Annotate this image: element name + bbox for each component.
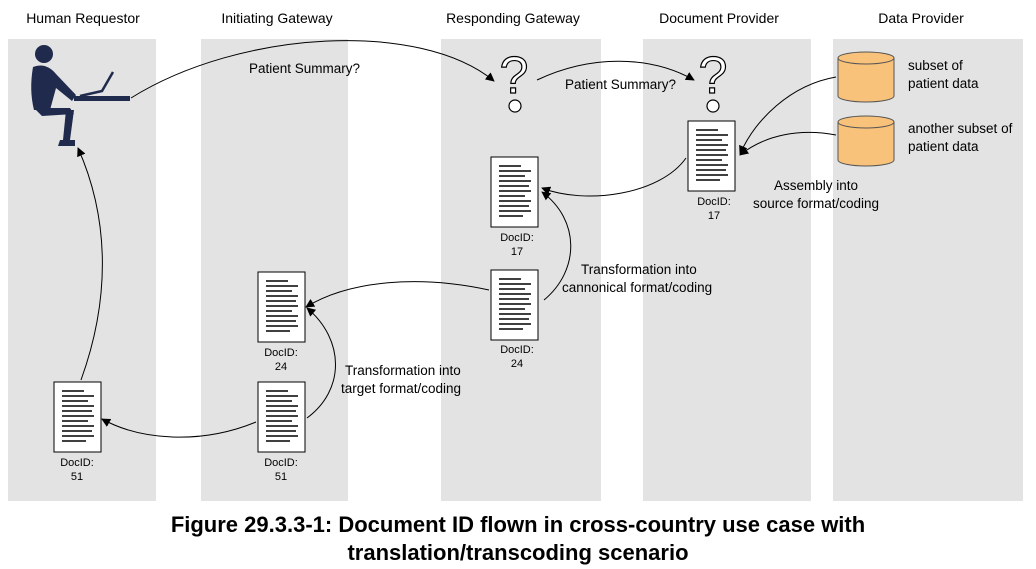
document-id-label: DocID: — [500, 344, 534, 356]
arrow-canonical-transformation — [541, 191, 572, 301]
data-arrow-subset-1 — [739, 76, 837, 155]
canonical-label: Transformation into — [581, 262, 697, 277]
question-mark-icon: ? — [698, 46, 728, 113]
canonical-label: cannonical format/coding — [562, 280, 712, 295]
document-flow-diagram: Human Requestor Initiating Gateway Respo… — [8, 10, 1023, 501]
query-label: Patient Summary? — [565, 77, 676, 92]
figure-caption-line-1: Figure 29.3.3-1: Document ID flown in cr… — [170, 512, 866, 537]
document-icon — [687, 120, 736, 192]
lane-responding-gateway: Responding Gateway — [441, 10, 601, 501]
document-id-label: DocID: — [60, 457, 94, 469]
document-icon — [257, 271, 306, 343]
figure-caption: Figure 29.3.3-1: Document ID flown in cr… — [0, 511, 1036, 567]
figure-caption-line-2: translation/transcoding scenario — [347, 540, 689, 565]
document-id-value: 24 — [511, 358, 523, 370]
data-source-label: patient data — [908, 139, 979, 154]
assembly-label: source format/coding — [753, 196, 879, 211]
document-id-value: 24 — [275, 361, 287, 373]
lane-title-data-provider: Data Provider — [878, 10, 964, 26]
lane-title-responding-gateway: Responding Gateway — [446, 10, 580, 26]
svg-text:?: ? — [699, 47, 728, 105]
data-source-label: subset of — [908, 58, 963, 73]
svg-text:?: ? — [500, 47, 529, 105]
arrow-result-to-human — [77, 147, 103, 381]
database-cylinder-icon — [837, 51, 895, 103]
target-label: Transformation into — [345, 363, 461, 378]
person-at-laptop-icon — [31, 45, 130, 146]
assembly-label: Assembly into — [774, 178, 858, 193]
target-label: target format/coding — [341, 381, 461, 396]
document-id-value: 51 — [275, 471, 287, 483]
question-mark-icon: ? — [499, 46, 529, 113]
data-arrow-subset-2 — [739, 131, 837, 156]
document-id-label: DocID: — [264, 457, 298, 469]
arrow-doc-51-to-human-requestor — [101, 418, 257, 438]
document-id-label: DocID: — [697, 196, 731, 208]
lane-title-initiating-gateway: Initiating Gateway — [221, 10, 332, 26]
database-cylinder-icon — [837, 115, 895, 167]
lane-document-provider: Document Provider — [643, 10, 811, 501]
data-source-label: patient data — [908, 76, 979, 91]
lane-title-document-provider: Document Provider — [659, 10, 779, 26]
document-id-label: DocID: — [264, 347, 298, 359]
document-icon — [490, 156, 539, 228]
arrow-doc-24-to-initiating-gateway — [305, 281, 490, 308]
query-arrow-to-document-provider — [536, 60, 695, 81]
arrow-doc-17-to-responding-gateway — [541, 157, 687, 197]
document-id-value: 51 — [71, 471, 83, 483]
document-id-value: 17 — [511, 246, 523, 258]
document-icon — [53, 381, 102, 453]
arrow-target-transformation — [306, 307, 336, 419]
document-icon — [257, 381, 306, 453]
lane-title-human-requestor: Human Requestor — [26, 10, 140, 26]
query-arrow-to-responding-gateway — [130, 40, 495, 99]
document-id-label: DocID: — [500, 232, 534, 244]
document-icon — [490, 269, 539, 341]
query-label: Patient Summary? — [249, 61, 360, 76]
data-source-label: another subset of — [908, 121, 1013, 136]
document-id-value: 17 — [708, 210, 720, 222]
